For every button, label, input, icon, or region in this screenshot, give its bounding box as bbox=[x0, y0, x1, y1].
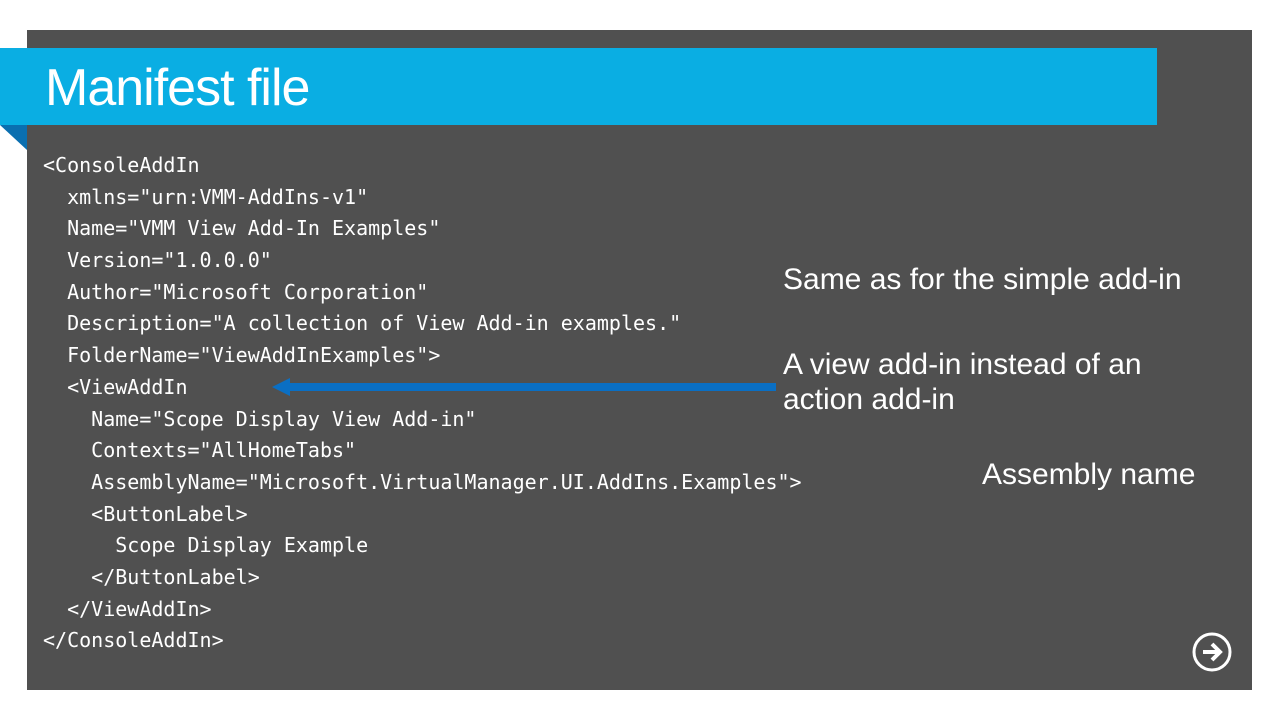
code-line: FolderName="ViewAddInExamples"> bbox=[43, 343, 441, 368]
slide-title: Manifest file bbox=[45, 59, 310, 117]
pointer-arrow-head bbox=[272, 378, 290, 396]
code-line: Description="A collection of View Add-in… bbox=[43, 311, 682, 336]
code-line: Name="Scope Display View Add-in" bbox=[43, 406, 477, 431]
code-line: </ConsoleAddIn> bbox=[43, 628, 224, 653]
title-bar-fold bbox=[0, 125, 27, 150]
title-bar bbox=[0, 48, 1157, 125]
next-slide-button[interactable] bbox=[1192, 632, 1232, 672]
code-block: <ConsoleAddIn xmlns="urn:VMM-AddIns-v1" … bbox=[43, 150, 802, 657]
code-line: </ButtonLabel> bbox=[43, 564, 260, 589]
arrow-right-circle-icon bbox=[1192, 632, 1232, 672]
code-line: Scope Display Example bbox=[43, 533, 369, 558]
code-line: xmlns="urn:VMM-AddIns-v1" bbox=[43, 184, 369, 209]
code-line: Version="1.0.0.0" bbox=[43, 248, 272, 273]
annotation-same-as-simple: Same as for the simple add-in bbox=[783, 263, 1182, 296]
code-line: <ButtonLabel> bbox=[43, 501, 248, 526]
code-line: <ViewAddIn bbox=[43, 374, 188, 399]
code-line: Name="VMM View Add-In Examples" bbox=[43, 216, 441, 241]
code-line: Contexts="AllHomeTabs" bbox=[43, 438, 357, 463]
code-line: <ConsoleAddIn bbox=[43, 153, 200, 177]
code-line: Author="Microsoft Corporation" bbox=[43, 279, 429, 304]
slide-panel bbox=[27, 30, 1252, 690]
annotation-view-add-in: A view add-in instead of an action add-i… bbox=[783, 348, 1142, 416]
pointer-arrow bbox=[272, 378, 776, 396]
code-line: AssemblyName="Microsoft.VirtualManager.U… bbox=[43, 469, 802, 494]
code-line: </ViewAddIn> bbox=[43, 596, 212, 621]
annotation-assembly-name: Assembly name bbox=[982, 458, 1196, 491]
